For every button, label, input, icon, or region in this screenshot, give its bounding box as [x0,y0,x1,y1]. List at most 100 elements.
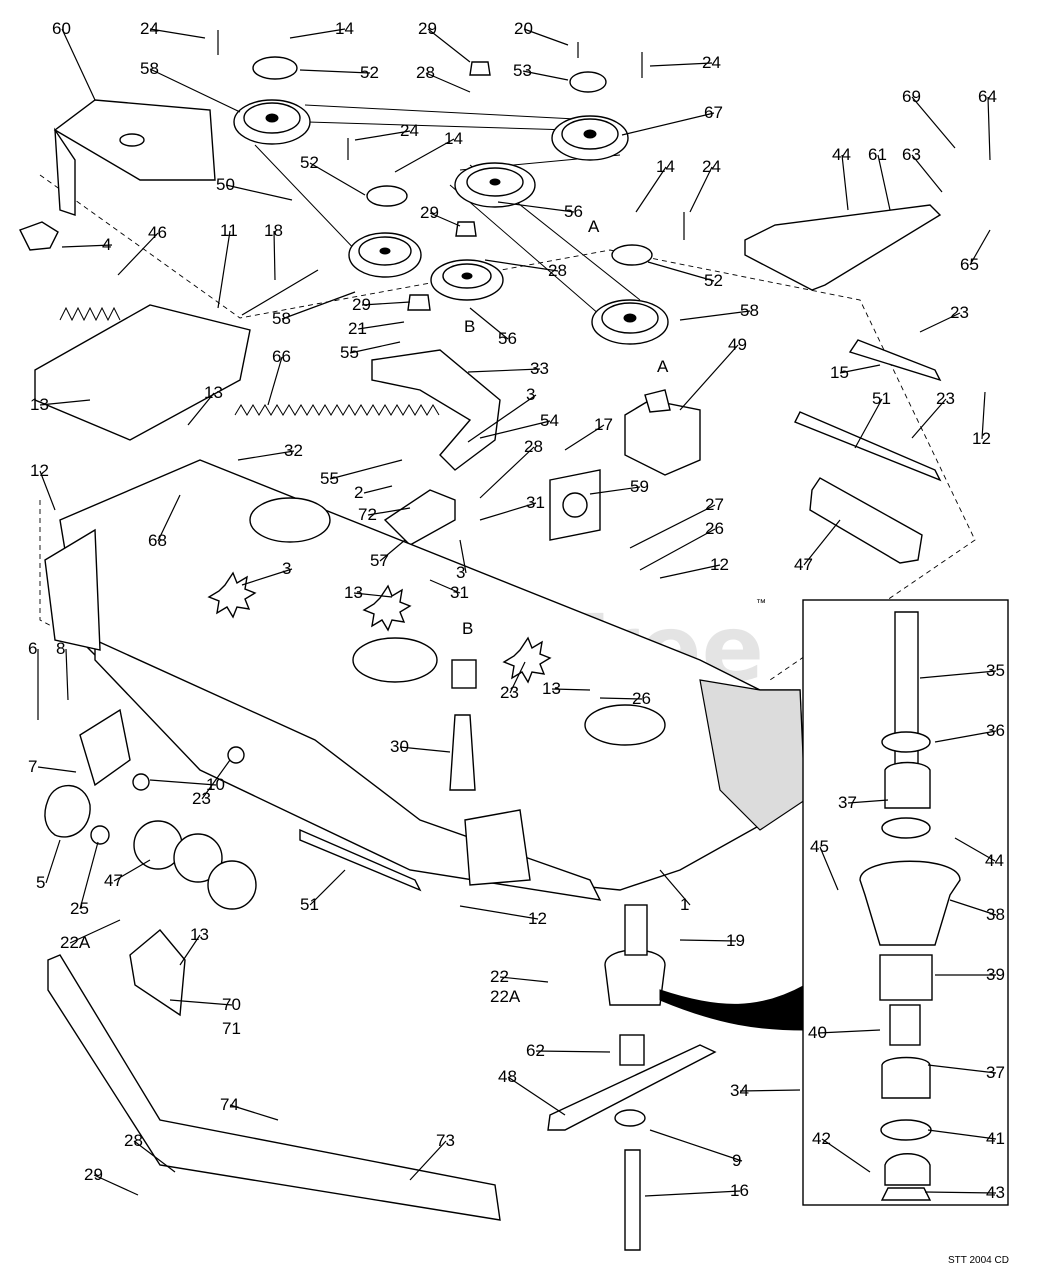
callout-leader [484,259,559,272]
idler-52-right [611,244,653,266]
callout-leader [425,72,471,93]
spacer-25 [90,825,110,845]
callout-label: 39 [986,965,1005,984]
callout-leader [309,162,366,196]
callout-label: 55 [320,469,339,488]
callout-leader [349,341,401,354]
roller-47-right [809,477,923,564]
axle-61 [744,204,942,291]
pulley-58-center [348,232,422,278]
callout-label: 67 [704,103,723,122]
deck-front-rail [94,638,602,901]
bracket-7 [79,708,131,787]
callout-leader [187,392,215,426]
star-washer-23 [502,636,552,684]
callout-label: 63 [902,145,921,164]
callout-label: 68 [148,531,167,550]
deck-corner-left [44,528,101,651]
callout-leader [919,670,997,679]
callout-leader [689,166,713,213]
callout-leader [564,424,605,451]
nut-10 [132,773,150,791]
callout-label: B [464,317,475,336]
rod-18 [241,269,319,316]
callout-label: 33 [530,359,549,378]
callout-label: 16 [730,1181,749,1200]
callout-leader [739,1089,801,1092]
callout-label: 14 [444,129,463,148]
callout-leader [133,1140,176,1173]
callout-leader [169,999,233,1006]
callout-leader [927,1129,997,1140]
callout-label: 18 [264,221,283,240]
callout-leader [429,579,461,594]
callout-leader [357,321,405,330]
callout-leader [179,934,201,966]
callout-label: 56 [498,329,517,348]
callout-label: 23 [500,683,519,702]
callout-label: 74 [220,1095,239,1114]
callout-label: 14 [335,19,354,38]
callout-leader [467,368,541,373]
roller-47-b [173,833,223,883]
callout-leader [949,899,997,916]
callout-leader [969,229,991,266]
callout-label: 14 [656,157,675,176]
callout-label: 20 [514,19,533,38]
roller-47-c [207,860,257,910]
drawing-code: STT 2004 CD [948,1255,1009,1266]
callout-leader [157,494,181,542]
callout-label: 54 [540,411,559,430]
bumper [47,954,501,1221]
callout-label: 47 [794,555,813,574]
callout-leader [479,446,535,499]
callout-label: A [588,217,600,236]
callout-leader [535,1050,611,1053]
callout-leader [911,398,947,439]
callout-label: 56 [564,202,583,221]
callout-label: 24 [400,121,419,140]
callout-leader [149,779,217,786]
callout-label: 51 [872,389,891,408]
callout-label: 48 [498,1067,517,1086]
callout-label: 35 [986,661,1005,680]
pulley-58-left [233,99,311,145]
callout-leader [429,212,461,227]
callout-label: 52 [300,153,319,172]
callout-leader [551,688,591,691]
callout-leader [647,261,715,282]
callout-label: 8 [56,639,65,658]
callout-label: 47 [104,871,123,890]
callout-leader [507,1076,566,1116]
spring-46 [59,306,121,322]
pulley-56-lower [430,259,504,301]
callout-leader [659,564,721,579]
callout-label: 28 [416,63,435,82]
callout-label: 3 [456,563,465,582]
callout-label: 53 [513,61,532,80]
callout-label: 25 [70,899,89,918]
spring-66 [234,404,440,416]
callout-leader [679,310,751,321]
callout-leader [149,28,206,39]
callout-leader [589,486,641,495]
callout-label: 37 [838,793,857,812]
callout-leader [679,939,737,942]
callout-leader [113,859,151,882]
callout-label: 49 [728,335,747,354]
callout-leader [819,846,839,891]
callout-leader [877,154,891,211]
callout-leader [639,528,716,571]
assembly-outline [39,174,976,681]
callout-leader [39,470,56,511]
callout-leader [499,976,549,983]
callout-leader [659,869,691,906]
callout-leader [919,312,961,333]
callout-label: 17 [594,415,613,434]
callout-leader [379,539,406,562]
callout-label: 23 [936,389,955,408]
spindle-parts-stack [859,611,961,1201]
callout-label: 12 [972,429,991,448]
callout-leader [987,96,991,161]
idler-52-top [252,56,298,80]
